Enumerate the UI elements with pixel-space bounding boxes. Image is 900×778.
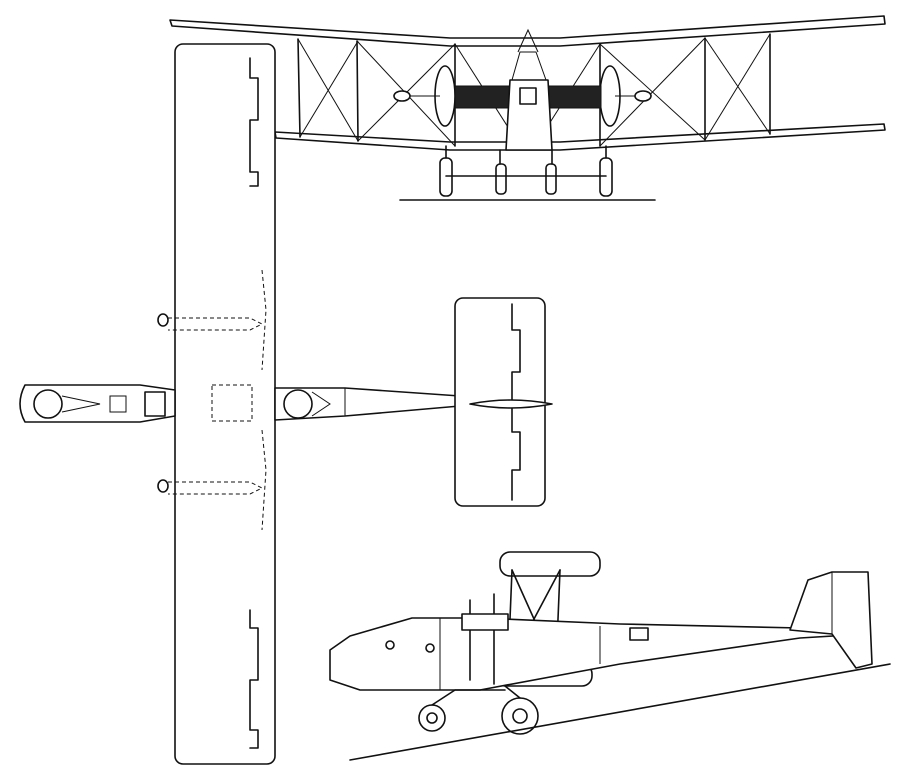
front-landing-gear (399, 145, 656, 201)
side-fin-rudder (789, 571, 873, 669)
front-struts (297, 33, 771, 147)
front-lower-wing (274, 123, 886, 151)
side-fuselage (329, 617, 869, 691)
plan-nacelles (168, 269, 267, 531)
front-engines (393, 65, 652, 127)
side-landing-gear (349, 663, 891, 761)
front-view (169, 15, 886, 201)
front-upper-wing (169, 15, 886, 47)
side-upper-wing (499, 551, 601, 577)
side-view (329, 551, 891, 761)
plan-ailerons (249, 57, 259, 749)
plan-wing (174, 43, 276, 765)
plan-view (19, 43, 553, 765)
